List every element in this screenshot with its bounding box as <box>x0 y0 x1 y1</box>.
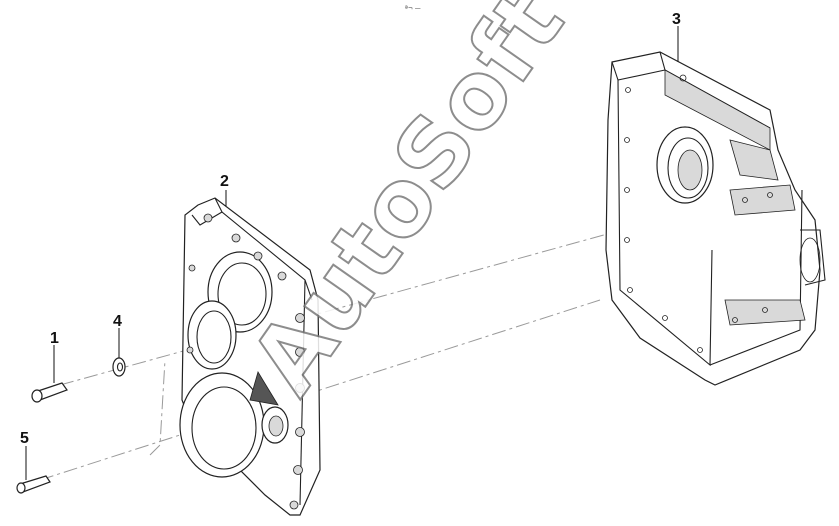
assembly-axis-lines <box>39 224 641 481</box>
housing-bolt-holes <box>624 74 773 353</box>
cover-bolt-heads <box>186 213 305 510</box>
part-3-gear-housing <box>605 51 826 386</box>
watermark: AutoSoft <box>229 0 586 414</box>
part-4-washer: 4 <box>112 313 126 377</box>
part-1-bolt: 1 <box>31 330 68 403</box>
callout-3-group: 3 <box>672 11 681 62</box>
callout-2: 2 <box>220 173 229 190</box>
callout-4: 4 <box>113 313 122 330</box>
callout-5: 5 <box>20 430 29 447</box>
callout-3: 3 <box>672 11 681 28</box>
watermark-autosoft: AutoSoft <box>230 0 585 413</box>
part-5-dowel-pin: 5 <box>16 430 51 494</box>
callout-1: 1 <box>50 330 59 347</box>
part-2-housing-cover <box>179 197 321 516</box>
watermark-small-mark: ª¬ — <box>405 5 421 12</box>
callout-2-group: 2 <box>220 173 229 206</box>
